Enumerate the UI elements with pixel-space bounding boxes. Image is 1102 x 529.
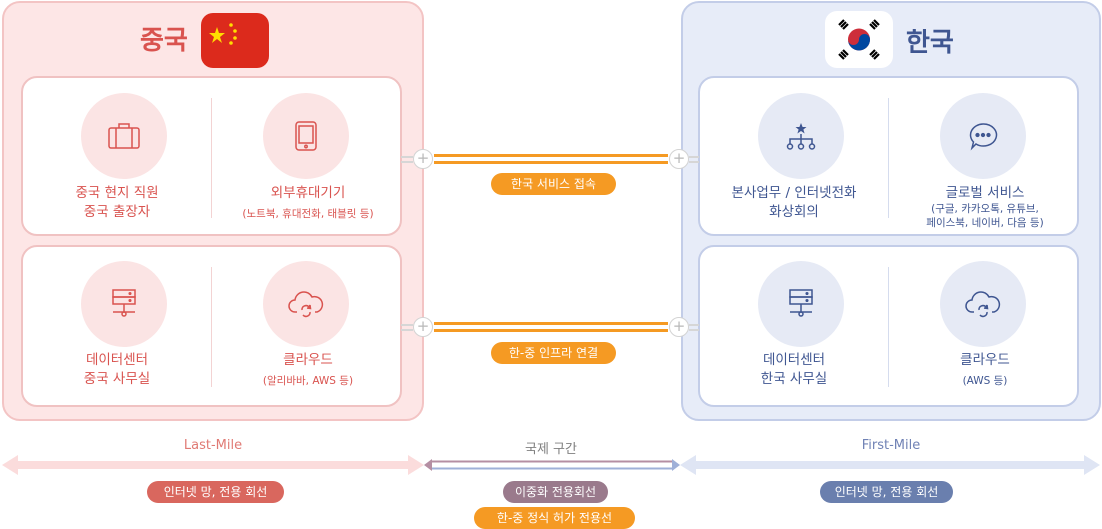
bottom-link-label: 한-중 인프라 연결 — [491, 342, 616, 364]
card-divider — [211, 98, 212, 218]
china-datacenter-label: 데이터센터 중국 사무실 — [83, 352, 151, 387]
first-mile-arrow — [680, 455, 1100, 475]
international-arrow — [424, 459, 680, 471]
bottom-link-line — [434, 322, 668, 325]
china-staff-label: 중국 현지 직원 중국 출장자 — [75, 185, 159, 220]
hq-work-label: 본사업무 / 인터넷전화 화상회의 — [731, 185, 857, 220]
global-service-sub: (구글, 카카오톡, 유튜브, 페이스북, 네이버, 다음 등) — [926, 203, 1044, 229]
korea-flag-icon — [825, 11, 893, 68]
china-card-people: 중국 현지 직원 중국 출장자 외부휴대기기 (노트북, 휴대전화, 태블릿 등… — [21, 76, 402, 236]
china-cloud-sub: (알리바바, AWS 등) — [262, 375, 354, 387]
korea-datacenter-label: 데이터센터 한국 사무실 — [760, 352, 828, 387]
international-title: 국제 구간 — [525, 442, 577, 457]
korea-card-services: 본사업무 / 인터넷전화 화상회의 글로벌 서비스 (구글, 카카오톡, 유튜브… — [698, 76, 1079, 236]
china-title: 중국 — [140, 26, 188, 56]
china-cloud-label: 클라우드 — [283, 352, 333, 368]
chat-bubble-icon — [940, 93, 1026, 179]
tablet-icon — [263, 93, 349, 179]
global-service-label: 글로벌 서비스 — [945, 185, 1025, 201]
international-pill-redundant: 이중화 전용회선 — [503, 481, 608, 503]
korea-cloud-sub: (AWS 등) — [962, 375, 1008, 387]
connector-stub — [689, 156, 699, 158]
top-link-line — [434, 161, 668, 164]
org-chart-icon — [758, 93, 844, 179]
korea-card-infra: 데이터센터 한국 사무실 클라우드 (AWS 등) — [698, 245, 1079, 407]
connector-stub — [401, 161, 413, 163]
mobile-devices-label: 외부휴대기기 — [270, 185, 346, 201]
server-icon — [81, 261, 167, 347]
cloud-icon — [940, 261, 1026, 347]
plus-connector-icon: + — [413, 149, 433, 169]
connector-stub — [689, 324, 699, 326]
connector-stub — [689, 329, 699, 331]
korea-cloud-label: 클라우드 — [960, 352, 1010, 368]
card-divider — [888, 267, 889, 387]
server-icon — [758, 261, 844, 347]
bottom-link-line — [434, 329, 668, 332]
international-pill-licensed: 한-중 정식 허가 전용선 — [474, 507, 635, 529]
plus-connector-icon: + — [669, 317, 689, 337]
china-flag-icon — [201, 13, 269, 68]
card-divider — [211, 267, 212, 387]
last-mile-title: Last-Mile — [183, 438, 243, 453]
first-mile-pill: 인터넷 망, 전용 회선 — [820, 481, 953, 503]
first-mile-title: First-Mile — [861, 438, 921, 453]
connector-stub — [401, 156, 413, 158]
connector-stub — [401, 329, 413, 331]
china-card-infra: 데이터센터 중국 사무실 클라우드 (알리바바, AWS 등) — [21, 245, 402, 407]
connector-stub — [689, 161, 699, 163]
top-link-label: 한국 서비스 접속 — [491, 173, 616, 195]
card-divider — [888, 98, 889, 218]
mobile-devices-sub: (노트북, 휴대전화, 태블릿 등) — [242, 208, 374, 220]
cloud-icon — [263, 261, 349, 347]
briefcase-icon — [81, 93, 167, 179]
last-mile-arrow — [2, 455, 424, 475]
last-mile-pill: 인터넷 망, 전용 회선 — [147, 481, 284, 503]
connector-stub — [401, 324, 413, 326]
plus-connector-icon: + — [669, 149, 689, 169]
plus-connector-icon: + — [413, 317, 433, 337]
segment-arrows — [2, 455, 1100, 475]
top-link-line — [434, 154, 668, 157]
korea-title: 한국 — [906, 28, 954, 58]
